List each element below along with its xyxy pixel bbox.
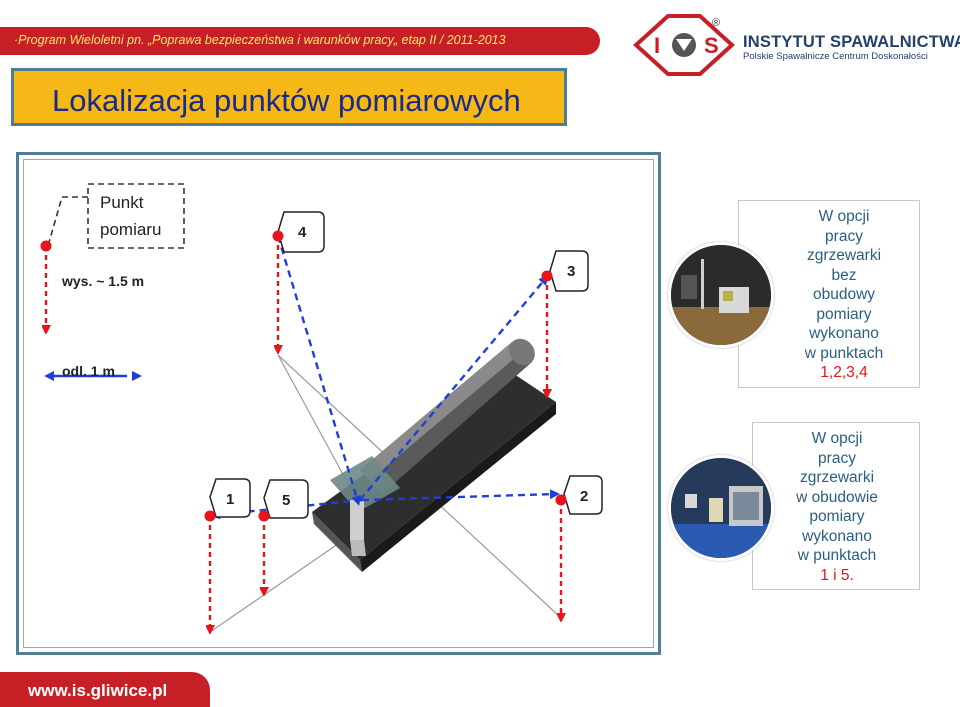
logo-letter-i: I: [654, 33, 660, 58]
footer-url[interactable]: www.is.gliwice.pl: [28, 681, 168, 700]
registered-mark: ®: [712, 17, 720, 29]
measurement-point-3: [541, 270, 553, 282]
height-arrows: [46, 236, 561, 630]
point-tag-3: 3: [549, 250, 589, 292]
point-label-2: 2: [580, 488, 588, 505]
title-box: Lokalizacja punktów pomiarowych: [11, 68, 567, 126]
legend-box: Punkt pomiaru: [47, 183, 185, 249]
institute-logo: I S ®: [633, 14, 735, 76]
distance-label: odl. 1 m: [62, 363, 115, 379]
legend-line-1: Punkt: [100, 193, 144, 212]
logo-subtitle: Polskie Spawalnicze Centrum Doskonałości: [743, 51, 928, 62]
callout-2-text: W opcji pracy zgrzewarki w obudowie pomi…: [796, 430, 878, 584]
header-band: [0, 27, 600, 55]
footer-band: [0, 672, 210, 707]
program-text: ·Program Wieloletni pn. „Poprawa bezpiec…: [14, 33, 506, 47]
logo-letter-s: S: [704, 33, 719, 58]
welding-machine-in-enclosure-photo: [668, 455, 774, 561]
height-label: wys. ~ 1.5 m: [61, 273, 144, 289]
legend-line-2: pomiaru: [100, 220, 161, 239]
measurement-point-2: [555, 494, 567, 506]
point-tag-4: 4: [277, 211, 325, 253]
logo-name: INSTYTUT SPAWALNICTWA: [743, 33, 960, 51]
workpiece: [312, 338, 556, 572]
measurement-point-4: [272, 230, 284, 242]
point-tag-5: 5: [263, 479, 309, 519]
page-title: Lokalizacja punktów pomiarowych: [52, 83, 521, 118]
point-label-5: 5: [282, 492, 290, 509]
point-label-4: 4: [298, 224, 307, 241]
point-tag-2: 2: [563, 475, 603, 515]
point-label-3: 3: [567, 263, 575, 280]
measurement-points: [40, 230, 567, 522]
callout-no-enclosure: W opcji pracy zgrzewarki bez obudowy pom…: [738, 200, 920, 388]
measurement-point-legend: [40, 240, 52, 252]
measurement-point-1: [204, 510, 216, 522]
welding-machine-without-enclosure-photo: [668, 242, 774, 348]
diagram-inner-border: [23, 159, 654, 648]
measurement-point-5: [258, 510, 270, 522]
callout-with-enclosure: W opcji pracy zgrzewarki w obudowie pomi…: [752, 422, 920, 590]
point-tag-1: 1: [209, 478, 251, 518]
callout-1-text: W opcji pracy zgrzewarki bez obudowy pom…: [804, 208, 884, 381]
point-label-1: 1: [226, 491, 234, 508]
